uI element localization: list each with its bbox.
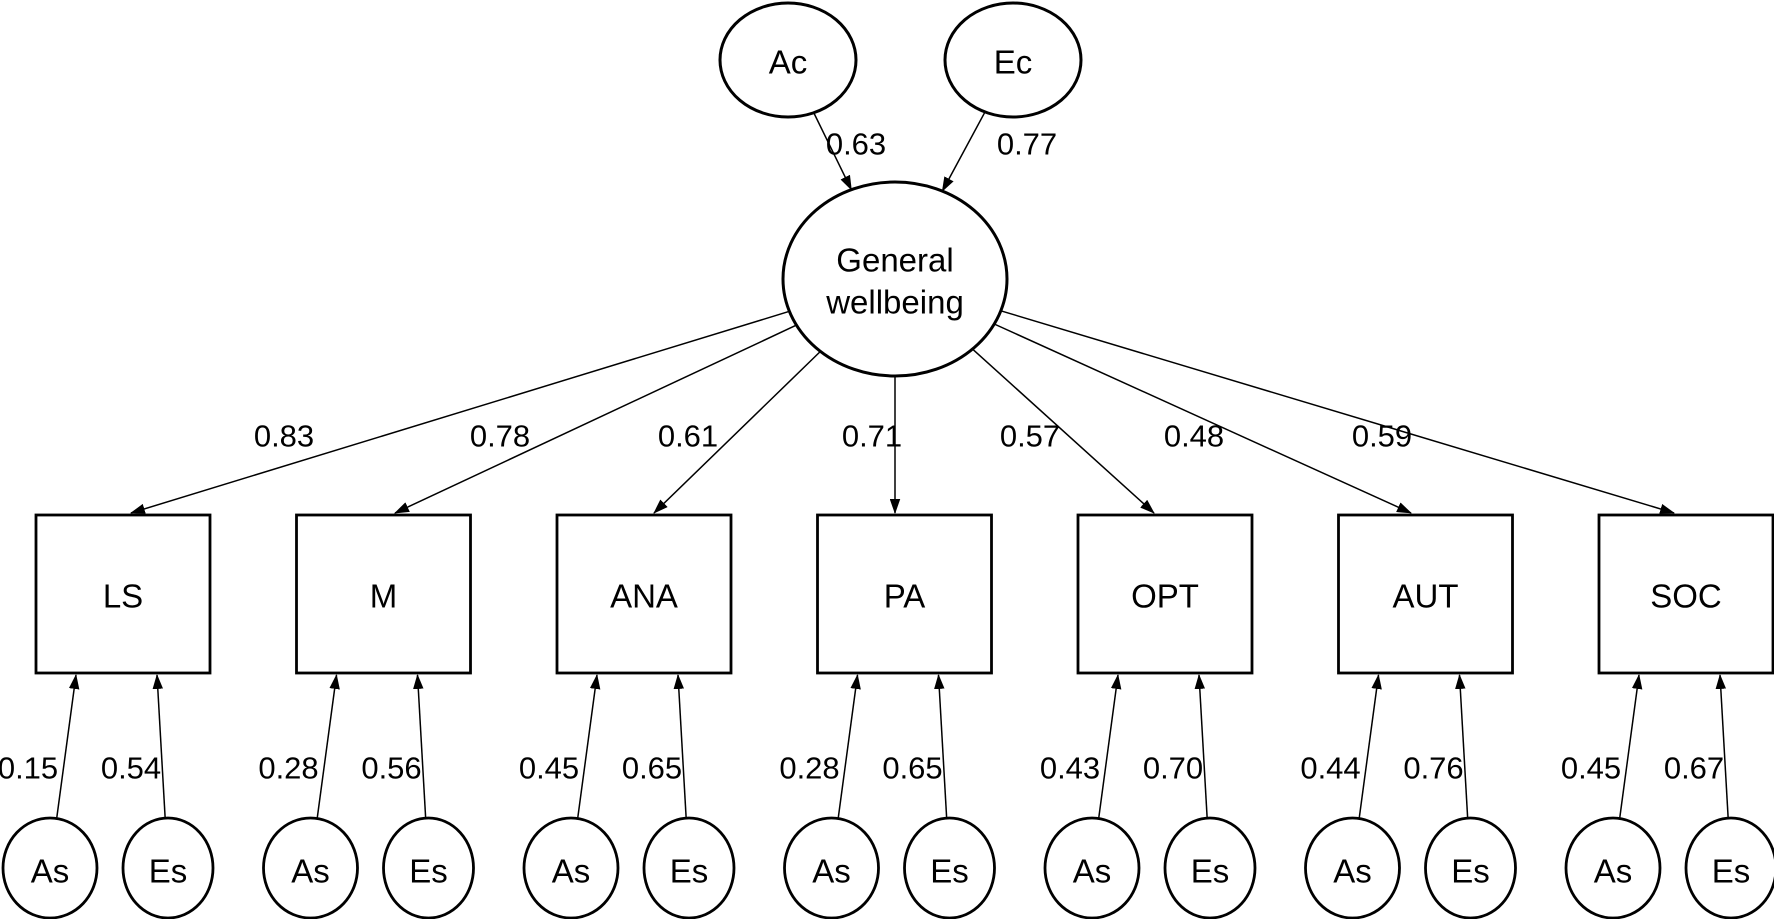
path-gw-to-soc [1000,310,1676,515]
residual-es-m-label: Es [409,853,448,890]
residual-as-m-label: As [291,853,330,890]
residual-as-pa-circle [783,816,880,919]
construct-ana-label: ANA [610,578,678,615]
loading-gw-to-ana: 0.61 [658,419,718,454]
path-as-to-ana [576,673,601,819]
residual-es-ls-circle [121,816,215,919]
loading-es-ana: 0.65 [622,751,682,786]
loading-gw-to-opt: 0.57 [1000,419,1060,454]
residual-as-aut-label: As [1333,853,1372,890]
loading-es-m: 0.56 [361,751,421,786]
construct-aut-box [1337,513,1514,675]
residual-as-ls-circle [1,816,99,919]
residual-es-pa-circle [903,816,996,919]
path-as-to-opt [1097,673,1122,819]
construct-opt-label: OPT [1131,578,1199,615]
path-as-to-ls [55,673,80,819]
construct-ls-label: LS [103,578,143,615]
construct-pa-box [816,513,993,675]
path-as-to-soc [1618,673,1643,819]
construct-ls-box [34,513,212,675]
loading-gw-to-m: 0.78 [470,419,530,454]
loading-as-aut: 0.44 [1300,751,1360,786]
loading-as-m: 0.28 [258,751,318,786]
residual-as-soc-label: As [1594,853,1633,890]
residual-as-aut-circle [1304,816,1401,919]
residual-as-ana-circle [522,816,620,919]
loading-as-ana: 0.45 [519,751,579,786]
path-as-to-m [316,673,340,819]
construct-aut-label: AUT [1393,578,1459,615]
construct-ana-box [555,513,733,675]
loading-es-aut: 0.76 [1403,751,1463,786]
residual-as-pa-label: As [812,853,851,890]
residual-as-opt-circle [1043,816,1141,919]
loading-gw-to-pa: 0.71 [842,419,902,454]
residual-es-m-circle [382,816,475,919]
path-es-to-ana [673,673,687,819]
path-es-to-ls [152,673,166,819]
loading-as-opt: 0.43 [1040,751,1100,786]
residual-es-ls-label: Es [149,853,188,890]
loading-as-pa: 0.28 [779,751,839,786]
path-as-to-pa [837,673,861,819]
path-ac-to-general-wellbeing [813,112,853,191]
higher-factor-ec-label: Ec [994,44,1033,81]
loading-es-pa: 0.65 [882,751,942,786]
path-gw-to-aut [993,323,1412,514]
residual-es-soc-circle [1684,816,1774,919]
higher-factor-ec-circle [943,1,1083,119]
loading-es-opt: 0.70 [1143,751,1203,786]
residual-es-opt-circle [1163,816,1257,919]
path-gw-to-ls [129,310,790,514]
path-es-to-aut [1455,673,1469,819]
loading-gw-to-soc: 0.59 [1352,419,1412,454]
construct-pa-label: PA [884,578,926,615]
loading-es-ls: 0.54 [101,751,161,786]
residual-as-soc-circle [1564,816,1662,919]
path-gw-to-ana [653,350,821,514]
general-wellbeing-label-line2: wellbeing [825,284,964,321]
residual-as-opt-label: As [1073,853,1112,890]
residual-es-aut-circle [1424,816,1517,919]
residual-as-ls-label: As [31,853,70,890]
loading-ec-to-general-wellbeing: 0.77 [997,127,1057,162]
residual-es-ana-label: Es [670,853,709,890]
loading-es-soc: 0.67 [1664,751,1724,786]
path-gw-to-m [394,324,797,514]
construct-opt-box [1076,513,1254,675]
residual-es-pa-label: Es [930,853,969,890]
construct-m-box [295,513,472,675]
construct-soc-box [1597,513,1774,675]
higher-factor-ac-label: Ac [769,44,808,81]
general-wellbeing-label-line1: General [836,242,953,279]
path-gw-to-opt [972,348,1155,514]
general-wellbeing-circle [781,180,1009,378]
path-es-to-opt [1194,673,1208,819]
loading-ac-to-general-wellbeing: 0.63 [826,127,886,162]
path-ec-to-general-wellbeing [941,111,986,193]
construct-soc-label: SOC [1650,578,1722,615]
construct-m-label: M [370,578,398,615]
path-es-to-soc [1715,673,1729,819]
residual-as-m-circle [262,816,359,919]
residual-es-ana-circle [642,816,736,919]
path-es-to-m [413,673,427,819]
higher-factor-ac-circle [718,1,858,119]
loading-gw-to-ls: 0.83 [254,419,314,454]
residual-as-ana-label: As [552,853,591,890]
loading-as-ls: 0.15 [0,751,58,786]
residual-es-opt-label: Es [1191,853,1230,890]
path-as-to-aut [1358,673,1382,819]
path-es-to-pa [934,673,948,819]
loading-gw-to-aut: 0.48 [1164,419,1224,454]
residual-es-soc-label: Es [1712,853,1751,890]
loading-as-soc: 0.45 [1561,751,1621,786]
residual-es-aut-label: Es [1451,853,1490,890]
